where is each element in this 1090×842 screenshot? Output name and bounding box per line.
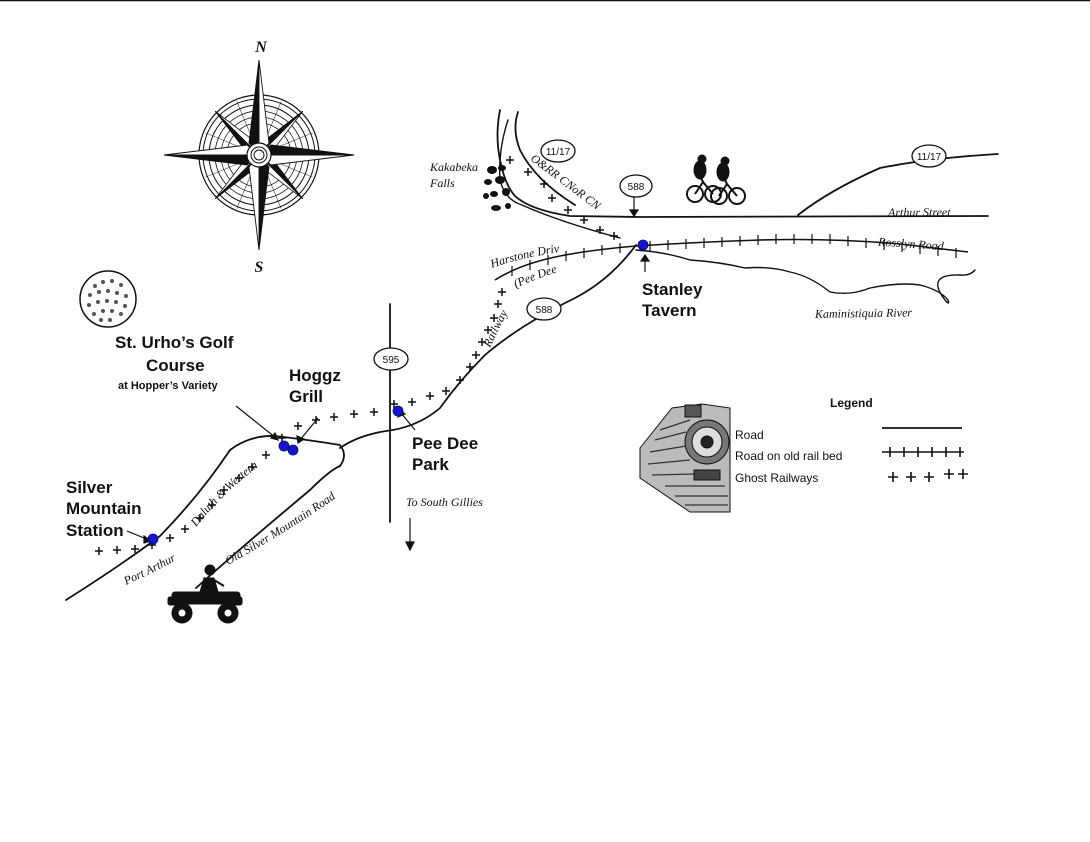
highway-588-road [339, 244, 637, 449]
steam-locomotive-icon [639, 403, 731, 513]
hoggz-grill-marker[interactable] [287, 444, 299, 456]
arrow-hoggz [296, 417, 319, 445]
stanley-tavern-marker[interactable] [637, 239, 649, 251]
hwy-shield-595: 595 [373, 347, 409, 371]
falls-label: Falls [429, 176, 455, 190]
silver-mountain-label-line1: Silver [66, 478, 113, 497]
legend-title: Legend [830, 396, 873, 410]
hoggz-grill-label-line2: Grill [289, 387, 323, 406]
compass-south-label: S [255, 259, 264, 276]
old-silver-mountain-road-label: Old Silver Mountain Road [223, 488, 339, 567]
falls-icon [483, 165, 511, 211]
hwy-shield-11-17-west: 11/17 [540, 139, 576, 163]
kakabeka-river [498, 119, 621, 239]
hwy-shield-label: 595 [383, 355, 400, 366]
old-silver-mountain-road [195, 465, 341, 589]
hwy-shield-label: 588 [536, 305, 553, 316]
to-south-gillies-label: To South Gillies [406, 495, 483, 509]
kakabeka-label: Kakabeka [429, 160, 478, 174]
atv-rider-icon [167, 564, 243, 624]
pee-dee-park-label-line2: Park [412, 455, 449, 474]
hwy-shield-588-north: 588 [619, 174, 653, 198]
highway-11-17-road [496, 109, 989, 218]
golf-course-label-line1: St. Urho’s Golf [115, 333, 234, 352]
legend-road-label: Road [735, 428, 764, 442]
silver-mountain-label-line2: Mountain [66, 499, 142, 518]
legend-ghost-symbol [888, 469, 968, 482]
stanley-tavern-label-line2: Tavern [642, 301, 697, 320]
golf-ball-icon [79, 270, 137, 328]
legend-road-rail-symbol [882, 447, 964, 457]
arrow-588-down [628, 197, 640, 218]
hoggz-grill-label-line1: Hoggz [289, 366, 341, 385]
ghost-railway [95, 156, 618, 555]
stanley-tavern-label-line1: Stanley [642, 280, 703, 299]
legend: Legend Road Road on old rail bed Ghost R… [735, 396, 968, 485]
arthur-street-label: Arthur Street [887, 205, 951, 219]
railway-label: Railway [480, 307, 511, 350]
golf-course-label-line2: Course [146, 356, 205, 375]
kaministiquia-river [635, 249, 976, 304]
hwy-shield-label: 11/17 [917, 152, 942, 163]
kaministiquia-river-label: Kaministiquia River [814, 305, 913, 321]
road-on-rail-bed [494, 234, 969, 281]
silver-mountain-label-line3: Station [66, 521, 124, 540]
hwy-shield-label: 588 [628, 182, 645, 193]
port-arthur-road [65, 435, 345, 601]
rosslyn-road-label: Rosslyn Road [877, 234, 946, 253]
compass-rose [163, 59, 355, 251]
hwy-shield-11-17-east: 11/17 [911, 144, 947, 168]
golf-course-sublabel: at Hopper’s Variety [118, 380, 219, 392]
road-branch-kakabeka [514, 111, 576, 206]
legend-ghost-label: Ghost Railways [735, 471, 818, 485]
arrow-silver [126, 530, 153, 544]
arrow-stanley-up [639, 253, 651, 272]
pee-dee-park-marker[interactable] [392, 405, 404, 417]
hwy-shield-588-south: 588 [526, 297, 562, 321]
arrow-golf [235, 405, 280, 441]
hwy-shield-label: 11/17 [546, 147, 571, 158]
highway-11-17-east-road [797, 153, 999, 216]
pee-dee-road-label: (Pee Dee) [0, 0, 559, 291]
compass-north-label: N [254, 39, 268, 56]
legend-road-rail-label: Road on old rail bed [735, 449, 842, 463]
golf-course-marker[interactable] [278, 440, 290, 452]
port-arthur-label: Port Arthur [121, 550, 179, 588]
cyclists-icon [686, 154, 746, 205]
arrow-south-gillies [405, 518, 415, 552]
pee-dee-park-label-line1: Pee Dee [412, 434, 478, 453]
silver-mountain-station-marker[interactable] [147, 533, 159, 545]
